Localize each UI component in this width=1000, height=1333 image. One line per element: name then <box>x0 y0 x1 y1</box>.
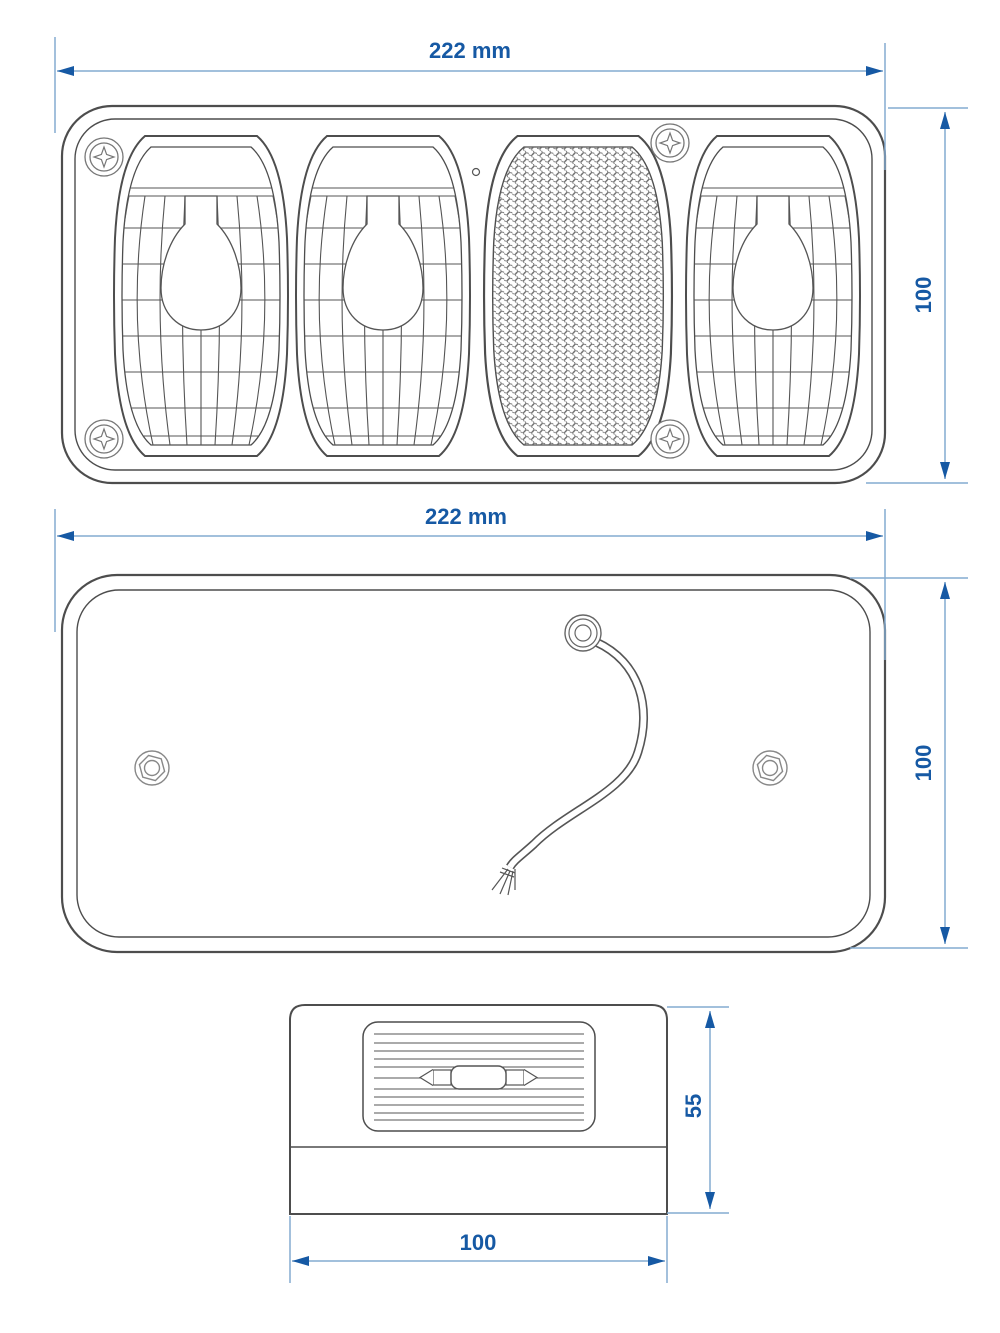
dimension-rear-height: 100 <box>850 577 968 949</box>
hex-nut-icon <box>752 750 788 786</box>
dimension-rear-width: 222 mm <box>54 504 886 660</box>
cable-grommet <box>564 614 602 652</box>
dimension-label-front-height: 100 <box>911 277 936 314</box>
rear-housing-inner-outline <box>76 589 871 938</box>
screw-icon <box>650 123 690 163</box>
rear-view <box>60 573 887 954</box>
dimension-side-width: 100 <box>289 1216 668 1283</box>
dimension-label-side-height: 55 <box>681 1094 706 1118</box>
dimension-label-front-width: 222 mm <box>429 38 511 63</box>
dimension-front-height: 100 <box>866 107 968 484</box>
screw-icon <box>650 419 690 459</box>
wire-ends <box>491 867 516 896</box>
reflector-honeycomb <box>482 134 674 458</box>
dimension-label-rear-height: 100 <box>911 745 936 782</box>
hex-nut-icon <box>134 750 170 786</box>
lens-section-1 <box>114 136 288 456</box>
screw-icon <box>84 419 124 459</box>
festoon-bulb <box>418 1065 539 1090</box>
dimension-front-width: 222 mm <box>54 37 886 170</box>
pilot-hole <box>471 167 481 177</box>
lens-section-3 <box>686 136 860 456</box>
power-cable <box>506 637 649 870</box>
screw-icon <box>84 137 124 177</box>
front-view <box>60 104 887 485</box>
panel-ridges <box>374 1033 584 1121</box>
front-housing-inner-outline <box>74 118 873 471</box>
dimension-side-height: 55 <box>667 1006 729 1214</box>
rear-housing-outline <box>60 573 887 954</box>
side-view <box>289 1004 668 1215</box>
lens-section-2 <box>296 136 470 456</box>
dimension-label-rear-width: 222 mm <box>425 504 507 529</box>
dimension-label-side-width: 100 <box>460 1230 497 1255</box>
